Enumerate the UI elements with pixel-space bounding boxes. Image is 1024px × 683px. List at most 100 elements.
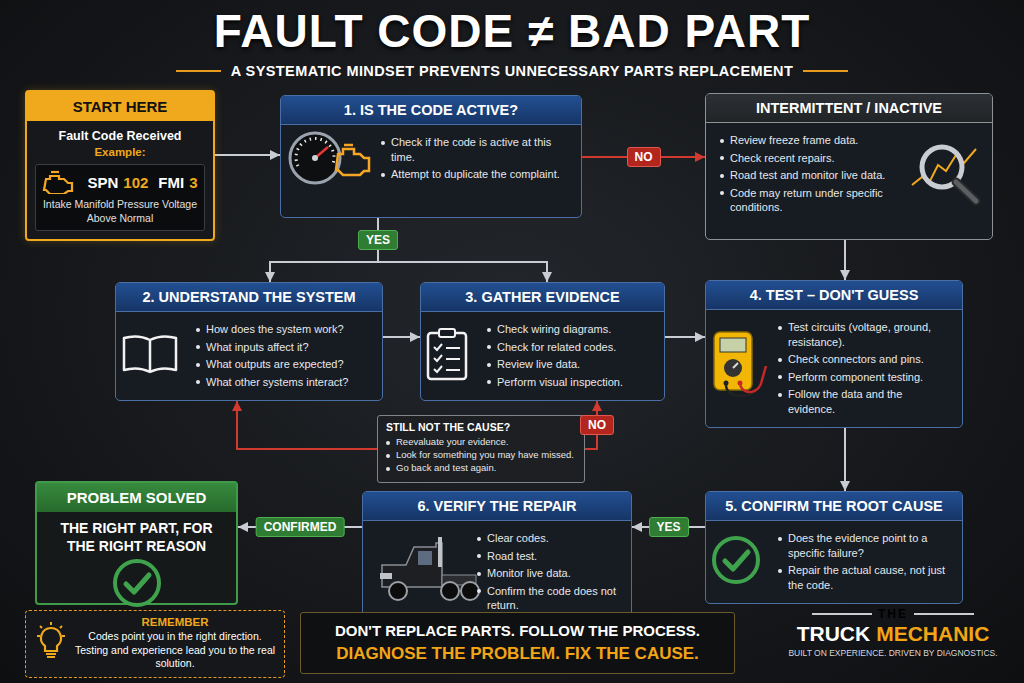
bullet-text: Does the evidence point to a specific fa… [788, 532, 927, 559]
bullet-dot [487, 380, 491, 384]
bullet-dot [720, 139, 724, 143]
bullet-text: Road test. [487, 550, 537, 562]
bullet-item: Perform visual inspection. [487, 375, 654, 390]
bullet-text: Confirm the code does not return. [487, 585, 616, 612]
bullet-text: Clear codes. [487, 532, 549, 544]
logo-text: THE [878, 607, 908, 621]
check-icon [710, 534, 762, 590]
bullet-text: Repair the actual cause, not just the co… [788, 564, 945, 591]
bullet-item: What other systems interact? [196, 375, 372, 390]
flow-arrow [844, 428, 846, 491]
bullet-dot [477, 572, 481, 576]
note-text: Codes point you in the right direction. … [74, 630, 276, 671]
header-band: 1. IS THE CODE ACTIVE? [281, 96, 581, 125]
body-text: Example: [27, 146, 213, 158]
logo-text: MECHANIC [876, 622, 989, 645]
process-box: 1. IS THE CODE ACTIVE? Check if the code … [280, 95, 582, 218]
bullet-text: How does the system work? [206, 323, 344, 335]
bullet-dot [386, 454, 390, 458]
bullet-item: Check recent repairs. [720, 151, 904, 166]
bullet-item: Check if the code is active at this time… [381, 135, 571, 164]
process-box: 2. UNDERSTAND THE SYSTEM How does the sys… [115, 282, 383, 401]
edge-badge: YES [648, 517, 688, 537]
box-body: Test circuits (voltage, ground, resistan… [706, 310, 962, 427]
bullet-item: Monitor live data. [477, 566, 621, 581]
bullet-dot [720, 156, 724, 160]
gauge-icon [287, 128, 375, 192]
note-box: STILL NOT THE CAUSE? Reevaluate your evid… [377, 415, 585, 483]
flow-arrow [665, 336, 705, 338]
bullet-item: What inputs affect it? [196, 340, 372, 355]
note-title: REMEMBER [74, 616, 276, 628]
header-text: 4. TEST – DON'T GUESS [750, 287, 919, 303]
bullet-dot [778, 537, 782, 541]
slogan-text: DIAGNOSE THE PROBLEM. FIX THE CAUSE. [309, 644, 726, 664]
process-box: 6. VERIFY THE REPAIR Clear codes. Road tes… [362, 491, 632, 625]
bullet-text: Perform visual inspection. [497, 376, 623, 388]
bullet-item: Road test. [477, 549, 621, 564]
decision-box: 5. CONFIRM THE ROOT CAUSE Does the eviden… [705, 491, 963, 604]
magnifier-icon [906, 137, 986, 207]
logo-tagline: BUILT ON EXPERIENCE. DRIVEN BY DIAGNOSTI… [778, 648, 1008, 658]
fault-code-box: SPN102FMI3Intake Manifold Pressure Volta… [35, 164, 205, 231]
flow-arrow [215, 154, 280, 156]
bullet-item: Clear codes. [477, 531, 621, 546]
bullet-text: Look for something you may have missed. [396, 449, 574, 460]
bullet-text: What other systems interact? [206, 376, 348, 388]
check-icon [37, 557, 236, 603]
bullet-dot [477, 554, 481, 558]
bullet-text: Check for related codes. [497, 341, 616, 353]
header-band: 3. GATHER EVIDENCE [421, 283, 664, 312]
bullet-dot [720, 191, 724, 195]
logo-text: TRUCK [797, 622, 871, 645]
bullet-item: Check connectors and pins. [778, 352, 952, 367]
book-icon [120, 332, 180, 380]
header-text: 6. VERIFY THE REPAIR [418, 498, 577, 514]
bullet-item: Test circuits (voltage, ground, resistan… [778, 320, 952, 349]
code-value: 102 [123, 174, 148, 191]
bullet-item: Go back and test again. [386, 462, 576, 474]
bullet-text: Road test and monitor live data. [730, 169, 885, 181]
slogan-text: DON'T REPLACE PARTS. FOLLOW THE PROCESS. [309, 622, 726, 639]
code-description: Intake Manifold Pressure Voltage Above N… [42, 198, 198, 225]
bullet-text: Check wiring diagrams. [497, 323, 611, 335]
header-band: 2. UNDERSTAND THE SYSTEM [116, 283, 382, 312]
bullet-text: What inputs affect it? [206, 341, 309, 353]
bullet-item: Repair the actual cause, not just the co… [778, 563, 952, 592]
meter-icon [710, 330, 770, 404]
header-text: 5. CONFIRM THE ROOT CAUSE [725, 498, 943, 514]
edge-badge: YES [358, 230, 398, 250]
bullet-item: Check for related codes. [487, 340, 654, 355]
process-box: 3. GATHER EVIDENCE Check wiring diagrams.… [420, 282, 665, 401]
bullet-dot [778, 375, 782, 379]
logo-row: TRUCKMECHANIC [778, 622, 1008, 646]
bullet-dot [487, 328, 491, 332]
bullet-dot [386, 467, 390, 471]
code-value: SPN [87, 174, 118, 191]
truck-icon [376, 535, 480, 609]
check-icon [710, 534, 762, 586]
bullet-dot [778, 326, 782, 330]
header-band: 6. VERIFY THE REPAIR [363, 492, 631, 521]
bullet-text: Perform component testing. [788, 371, 923, 383]
rule-line [176, 70, 221, 72]
header-text: 2. UNDERSTAND THE SYSTEM [142, 289, 355, 305]
subtitle: A SYSTEMATIC MINDSET PREVENTS UNNECESSAR… [231, 63, 793, 79]
bullet-dot [386, 441, 390, 445]
bullet-item: Attempt to duplicate the complaint. [381, 167, 571, 182]
header-band: PROBLEM SOLVED [37, 483, 236, 512]
code-row: SPN102FMI3 [42, 170, 198, 194]
flow-arrow [844, 240, 846, 280]
bullet-text: Code may return under specific condition… [730, 187, 883, 214]
bullet-text: Reevaluate your evidence. [396, 436, 509, 447]
process-box: INTERMITTENT / INACTIVEReview freeze fra… [705, 93, 993, 240]
note-title: STILL NOT THE CAUSE? [386, 421, 576, 433]
flow-arrow [378, 218, 547, 282]
bullet-dot [778, 569, 782, 573]
logo-row: THE [778, 607, 1008, 621]
header-text: 3. GATHER EVIDENCE [465, 289, 619, 305]
slogan-banner: DON'T REPLACE PARTS. FOLLOW THE PROCESS.… [300, 612, 735, 674]
header-band: 5. CONFIRM THE ROOT CAUSE [706, 492, 962, 521]
bullet-dot [487, 345, 491, 349]
